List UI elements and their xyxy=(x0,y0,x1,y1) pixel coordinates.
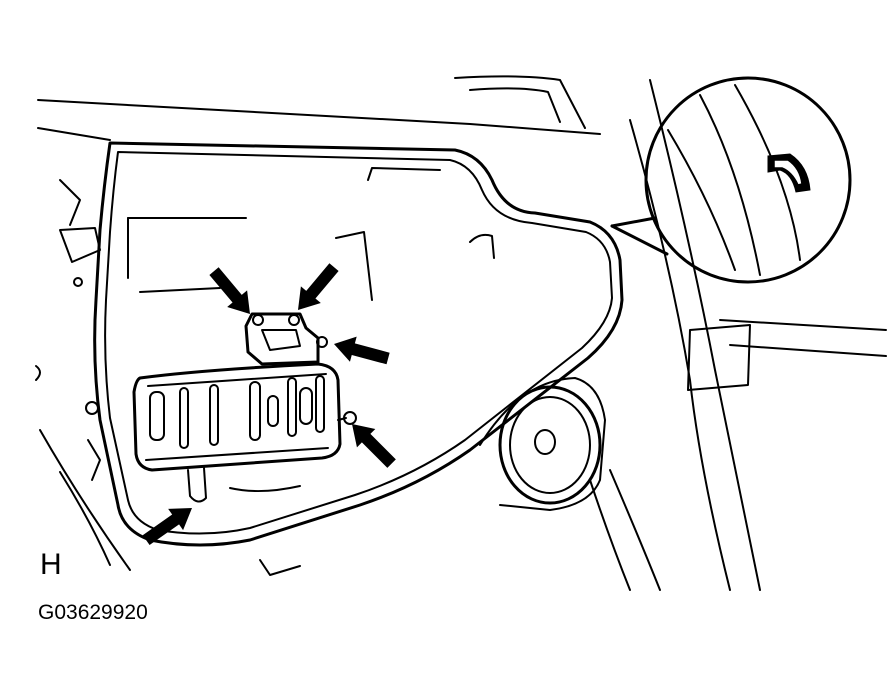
arrows xyxy=(142,263,396,546)
speaker xyxy=(479,377,606,511)
regulator-bracket xyxy=(244,312,328,366)
arrow-upper-left xyxy=(209,267,250,314)
figure-id: G03629920 xyxy=(38,601,148,624)
arrow-bracket-right xyxy=(334,336,390,365)
panel-inner-details xyxy=(127,167,495,493)
arrow-lower-left xyxy=(142,508,192,546)
arrow-motor-right xyxy=(352,424,396,468)
panel-label: H xyxy=(40,548,62,581)
arrow-upper-right xyxy=(298,263,339,310)
regulator-motor-unit xyxy=(132,362,357,503)
detail-magnifier xyxy=(610,76,852,284)
door-panel-outline xyxy=(59,141,624,576)
